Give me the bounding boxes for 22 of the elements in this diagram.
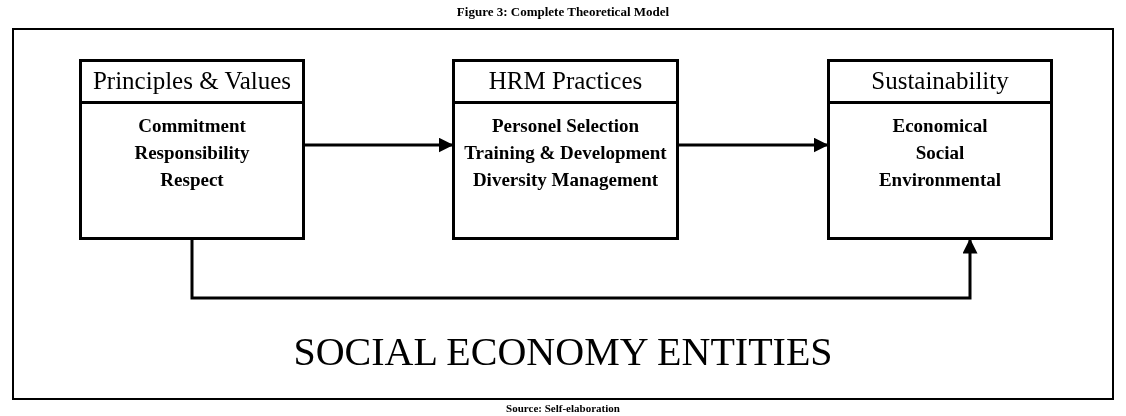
- process-box: [827, 59, 1053, 240]
- box-heading: HRM Practices: [455, 62, 676, 104]
- arrow: [190, 238, 978, 300]
- box-item: Personel Selection: [491, 114, 640, 138]
- arrow: [679, 137, 829, 153]
- box-heading: Sustainability: [830, 62, 1050, 104]
- enclosing-box: [12, 28, 1114, 400]
- source-caption: Source: Self-elaboration: [506, 401, 620, 415]
- figure-title: Figure 3: Complete Theoretical Model: [456, 3, 670, 21]
- process-box: [79, 59, 305, 240]
- process-box: [452, 59, 679, 240]
- box-heading: Principles & Values: [82, 62, 302, 104]
- box-item: Training & Development: [464, 141, 667, 165]
- box-item: Respect: [160, 168, 224, 192]
- box-item: Economical: [892, 114, 988, 138]
- box-item: Diversity Management: [472, 168, 659, 192]
- box-item: Responsibility: [134, 141, 250, 165]
- box-item: Commitment: [138, 114, 246, 138]
- box-item: Social: [915, 141, 965, 165]
- box-item: Environmental: [878, 168, 1002, 192]
- arrow: [305, 137, 454, 153]
- group-label: SOCIAL ECONOMY ENTITIES: [293, 328, 833, 376]
